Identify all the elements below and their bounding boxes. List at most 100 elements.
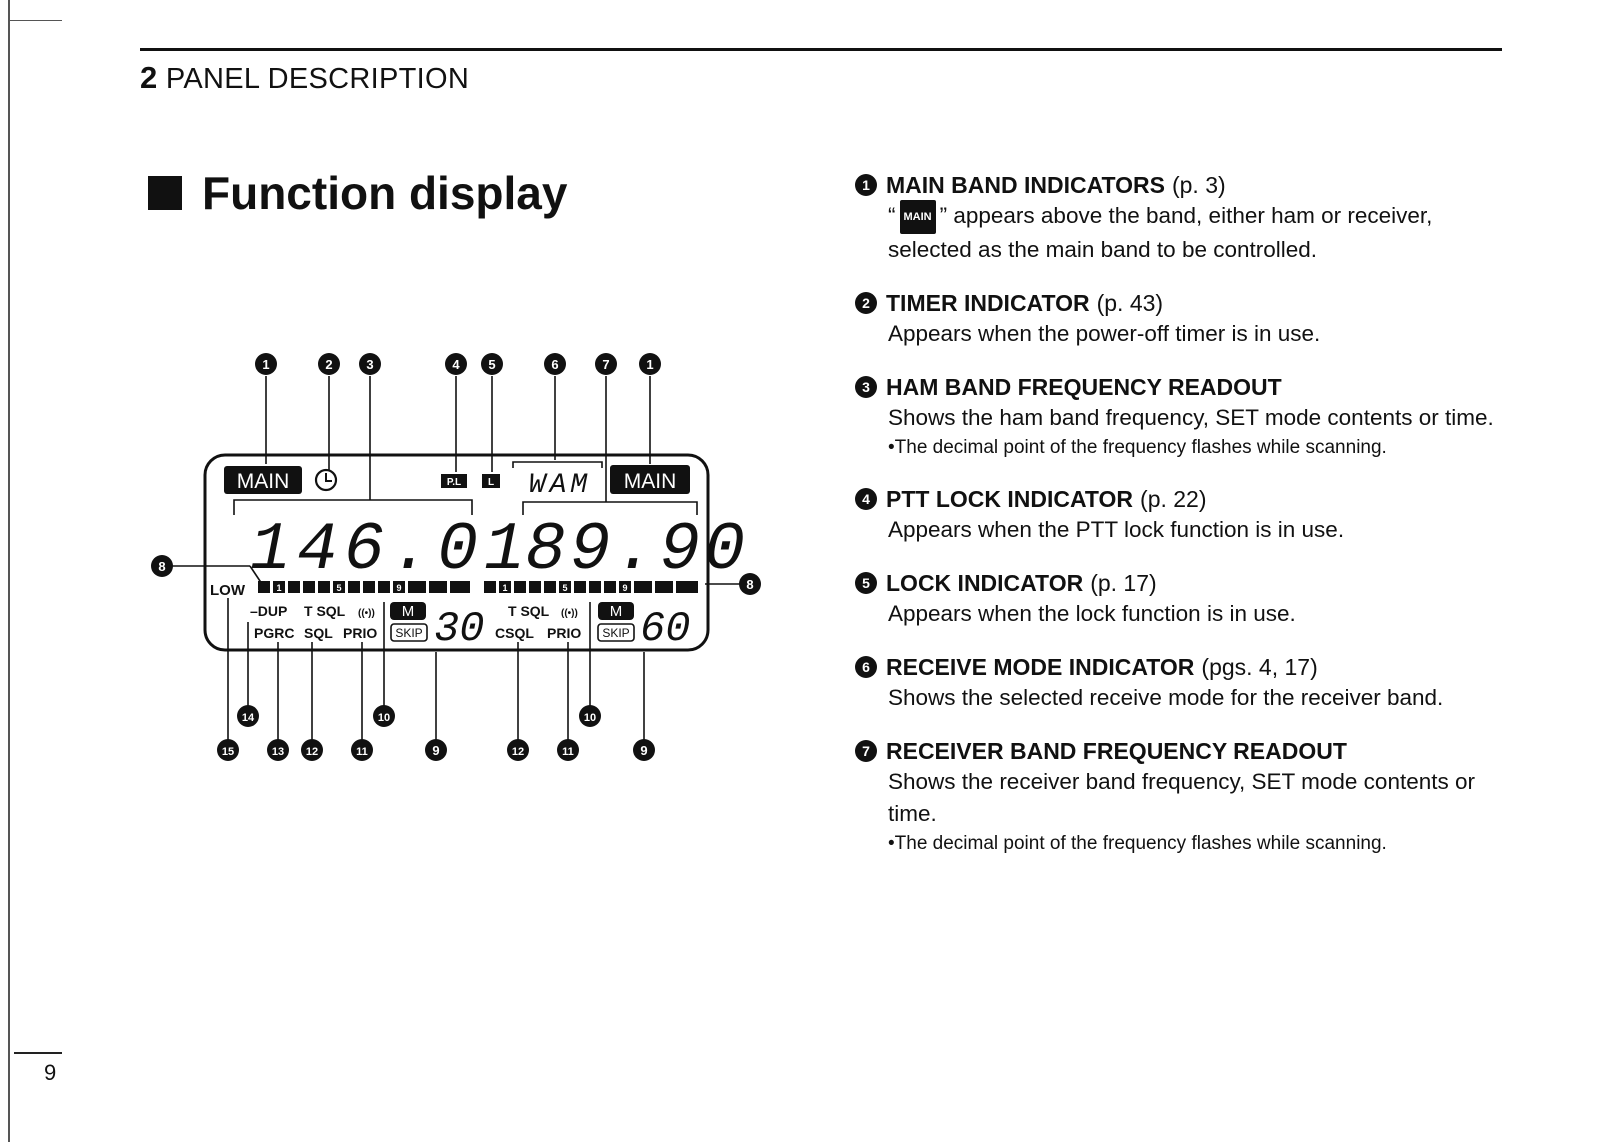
callout-11-right: 11: [562, 746, 574, 758]
function-display-diagram: 1 2 3 4 5 6 7 1 8 8 MAIN P.L L WAM MAIN …: [151, 353, 761, 761]
memory-badge-left: [390, 602, 426, 620]
memory-badge-right-label: M: [610, 603, 623, 620]
main-badge-right-label: MAIN: [624, 470, 677, 493]
item-number: 6: [855, 656, 877, 679]
s-meter-left: [258, 581, 470, 593]
main-badge-left-label: MAIN: [237, 470, 290, 493]
list-item: 6 RECEIVE MODE INDICATOR (pgs. 4, 17) Sh…: [855, 652, 1515, 714]
receiver-channel-readout: 60: [640, 605, 690, 653]
item-body: Shows the ham band frequency, SET mode c…: [888, 405, 1494, 431]
meter-mark-right-5: 5: [562, 583, 567, 593]
footer-rule: [14, 1052, 62, 1054]
callout-3: 3: [366, 357, 373, 372]
item-title: PTT LOCK INDICATOR: [886, 486, 1134, 513]
list-item: 4 PTT LOCK INDICATOR (p. 22) Appears whe…: [855, 484, 1515, 546]
callout-8-right: 8: [746, 577, 753, 592]
pgrc-indicator: PGRC: [254, 625, 294, 641]
chapter-title: PANEL DESCRIPTION: [165, 63, 470, 95]
ham-frequency-readout: 146.01: [250, 512, 531, 589]
section-title-text: Function display: [202, 167, 568, 219]
item-body: Appears when the PTT lock function is in…: [888, 517, 1345, 543]
lock-badge-label: L: [488, 477, 494, 488]
item-note: The decimal point of the frequency flash…: [855, 830, 1515, 858]
meter-mark-left-5: 5: [336, 583, 341, 593]
memory-badge-left-label: M: [402, 603, 415, 620]
clock-icon: [314, 468, 338, 492]
page-reference: (p. 17): [1090, 570, 1157, 597]
memory-badge-right: [598, 602, 634, 620]
receive-mode-readout: WAM: [529, 470, 591, 501]
callout-9-left: 9: [432, 743, 439, 758]
header-rule: [140, 48, 1502, 51]
title-bullet-icon: [148, 176, 182, 210]
item-title: LOCK INDICATOR: [886, 570, 1084, 597]
callout-4: 4: [452, 357, 460, 372]
corner-mark: [8, 20, 62, 21]
main-badge-inline: MAIN: [899, 200, 936, 235]
meter-mark-right-9: 9: [622, 583, 627, 593]
callout-5: 5: [488, 357, 495, 372]
skip-badge-right: [597, 623, 635, 642]
low-indicator: LOW: [210, 582, 246, 599]
description-list: 1 MAIN BAND INDICATORS (p. 3) “MAIN” app…: [855, 170, 1515, 880]
skip-badge-left-label: SKIP: [395, 626, 422, 640]
callout-1-top: 1: [262, 357, 269, 372]
csql-indicator: CSQL: [495, 625, 534, 641]
list-item: 7 RECEIVER BAND FREQUENCY READOUT Shows …: [855, 736, 1515, 858]
main-badge-left: [224, 466, 302, 494]
item-number: 2: [855, 292, 877, 315]
pl-badge: [441, 474, 467, 488]
receiver-frequency-readout: 89.90: [525, 512, 749, 589]
page-reference: (pgs. 4, 17): [1201, 654, 1318, 681]
lock-badge: [482, 474, 500, 488]
callout-15: 15: [222, 746, 234, 758]
chapter-number: 2: [140, 60, 158, 95]
s-meter-right: [484, 581, 698, 593]
list-item: 1 MAIN BAND INDICATORS (p. 3) “MAIN” app…: [855, 170, 1515, 266]
meter-mark-right-1: 1: [502, 583, 507, 593]
top-callouts: 1 2 3 4 5 6 7 1: [255, 353, 661, 375]
callout-12-left: 12: [306, 746, 318, 758]
item-title: MAIN BAND INDICATORS: [886, 172, 1165, 198]
page-reference: (p. 43): [1096, 290, 1164, 317]
callout-11-left: 11: [356, 746, 368, 758]
callout-14: 14: [242, 712, 255, 724]
item-number: 5: [855, 572, 877, 595]
page-reference: (p. 3): [1171, 172, 1226, 198]
page-margin-line: [8, 0, 10, 1142]
callout-13: 13: [272, 746, 284, 758]
list-item: 5 LOCK INDICATOR (p. 17) Appears when th…: [855, 568, 1515, 630]
page-reference: (p. 22): [1140, 486, 1207, 513]
tsql-symbol-right: ((•)): [561, 608, 578, 619]
item-number: 4: [855, 488, 877, 511]
ham-channel-readout: 30: [434, 605, 484, 653]
item-title: HAM BAND FREQUENCY READOUT: [886, 374, 1282, 401]
dup-indicator: –DUP: [250, 603, 287, 619]
callout-1-top-right: 1: [646, 357, 653, 372]
item-note: The decimal point of the frequency flash…: [855, 434, 1515, 462]
callout-9-right: 9: [640, 743, 647, 758]
item-title: RECEIVER BAND FREQUENCY READOUT: [886, 738, 1347, 765]
list-item: 3 HAM BAND FREQUENCY READOUT Shows the h…: [855, 372, 1515, 462]
callout-6: 6: [551, 357, 558, 372]
callout-12-right: 12: [512, 746, 524, 758]
pl-badge-label: P.L: [447, 477, 461, 488]
meter-mark-left-9: 9: [396, 583, 401, 593]
tsql-symbol-left: ((•)): [358, 608, 375, 619]
skip-badge-left: [390, 623, 428, 642]
callout-10-left: 10: [378, 712, 390, 724]
page-number: 9: [44, 1060, 57, 1085]
callout-2: 2: [325, 357, 332, 372]
callout-8-left: 8: [158, 559, 165, 574]
item-body: Appears when the power-off timer is in u…: [888, 321, 1321, 347]
item-number: 1: [855, 174, 877, 196]
page-header: 2 PANEL DESCRIPTION: [140, 60, 469, 96]
prio-indicator-right: PRIO: [547, 625, 581, 641]
callout-10-right: 10: [584, 712, 596, 724]
section-title: Function display: [148, 166, 567, 220]
sql-indicator: SQL: [304, 625, 333, 641]
callout-7: 7: [602, 357, 609, 372]
meter-mark-left-1: 1: [276, 583, 281, 593]
item-number: 3: [855, 376, 877, 399]
item-body: Shows the selected receive mode for the …: [888, 685, 1444, 711]
